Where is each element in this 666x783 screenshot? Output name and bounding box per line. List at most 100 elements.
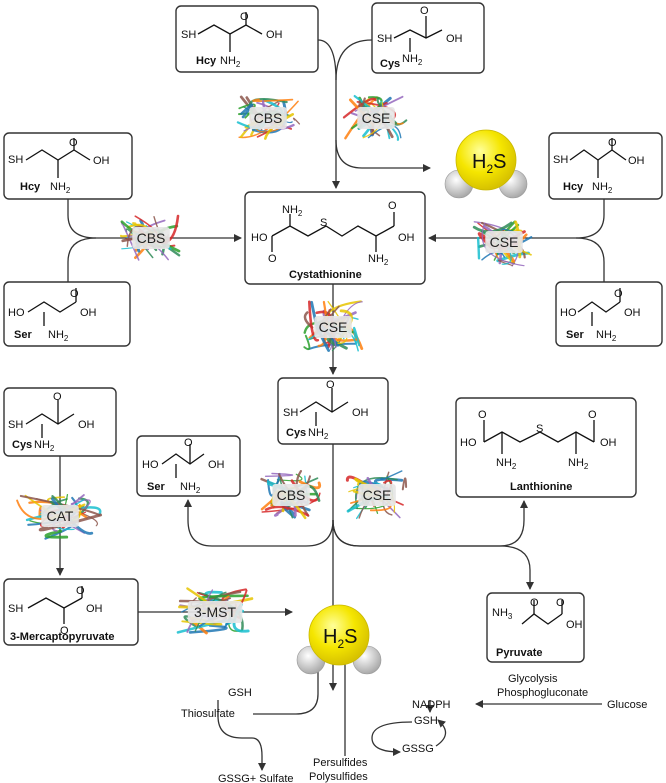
cse-enzyme-right: CSE xyxy=(472,220,533,267)
svg-text:Pyruvate: Pyruvate xyxy=(496,647,542,659)
h2s-bottom: H2S xyxy=(296,604,382,675)
cys-left-box: SH O OH NH2 Cys xyxy=(3,387,117,457)
svg-text:NH2: NH2 xyxy=(568,457,589,471)
svg-text:Hcy: Hcy xyxy=(196,55,217,67)
svg-text:GSH: GSH xyxy=(414,715,438,727)
svg-text:Hcy: Hcy xyxy=(20,181,41,193)
svg-text:SH: SH xyxy=(283,407,298,419)
svg-text:Cys: Cys xyxy=(12,439,32,451)
mercaptopyruvate-box: SH O OH O 3-Mercaptopyruvate xyxy=(3,578,139,646)
svg-text:O: O xyxy=(420,5,429,17)
svg-text:Ser: Ser xyxy=(566,329,584,341)
svg-text:HO: HO xyxy=(560,307,577,319)
svg-text:Persulfides: Persulfides xyxy=(313,757,368,769)
cbs-enzyme-left: CBS xyxy=(119,214,181,261)
svg-text:NH3: NH3 xyxy=(492,607,513,621)
svg-text:S: S xyxy=(536,423,543,435)
svg-text:O: O xyxy=(388,200,397,212)
svg-text:NADPH: NADPH xyxy=(412,699,451,711)
cat-enzyme-label-bg xyxy=(41,505,79,527)
svg-text:Glycolysis: Glycolysis xyxy=(508,673,558,685)
svg-text:Thiosulfate: Thiosulfate xyxy=(181,708,235,720)
cbs-enzyme-top: CBS xyxy=(236,95,301,140)
svg-text:NH2: NH2 xyxy=(368,253,389,267)
svg-text:O: O xyxy=(268,253,277,265)
svg-text:SH: SH xyxy=(377,33,392,45)
svg-text:NH2: NH2 xyxy=(220,55,241,69)
svg-text:GSSG: GSSG xyxy=(402,743,434,755)
cse-enzyme-top-label: CSE xyxy=(362,110,391,126)
svg-text:OH: OH xyxy=(208,459,225,471)
cbs-enzyme-left-label: CBS xyxy=(137,230,166,246)
ser-left-box: HO O OH NH2 Ser xyxy=(3,281,131,347)
svg-text:NH2: NH2 xyxy=(496,457,517,471)
svg-text:O: O xyxy=(240,11,249,23)
svg-text:O: O xyxy=(69,137,78,149)
pyruvate-box: NH3 O O OH Pyruvate xyxy=(486,592,585,663)
lanthionine-box: HO O NH2 S O OH NH2 Lanthionine xyxy=(455,397,637,498)
cbs-enzyme-middle-label-bg xyxy=(272,484,310,506)
svg-text:3-Mercaptopyruvate: 3-Mercaptopyruvate xyxy=(10,631,115,643)
cse-enzyme-middle-label: CSE xyxy=(319,319,348,335)
svg-text:O: O xyxy=(53,391,62,403)
cse-enzyme-middle: CSE xyxy=(303,300,364,352)
mst-enzyme-label-bg xyxy=(187,601,243,623)
svg-text:SH: SH xyxy=(553,154,568,166)
svg-text:HO: HO xyxy=(8,307,25,319)
svg-text:SH: SH xyxy=(8,603,23,615)
svg-text:NH2: NH2 xyxy=(282,204,303,218)
svg-text:O: O xyxy=(76,585,85,597)
cse-enzyme-right-label-bg xyxy=(485,231,523,253)
hcy-right-box: SH O OH NH2 Hcy xyxy=(548,132,663,200)
svg-text:Ser: Ser xyxy=(147,481,165,493)
svg-text:O: O xyxy=(614,288,623,300)
svg-text:O: O xyxy=(478,409,487,421)
hcy-top-box: SH O OH NH2 Hcy xyxy=(175,5,319,73)
svg-text:Hcy: Hcy xyxy=(563,181,584,193)
svg-text:NH2: NH2 xyxy=(308,427,329,441)
svg-text:O: O xyxy=(588,409,597,421)
svg-text:OH: OH xyxy=(624,307,641,319)
cse-enzyme-middle2-label-bg xyxy=(358,484,396,506)
svg-text:Phosphogluconate: Phosphogluconate xyxy=(497,687,588,699)
cse-enzyme-top-label-bg xyxy=(357,107,395,129)
svg-text:OH: OH xyxy=(352,407,369,419)
svg-text:O: O xyxy=(184,437,193,449)
svg-text:OH: OH xyxy=(266,29,283,41)
connectors xyxy=(56,39,605,771)
svg-text:NH2: NH2 xyxy=(50,181,71,195)
svg-text:NH2: NH2 xyxy=(180,481,201,495)
svg-text:OH: OH xyxy=(80,307,97,319)
svg-text:OH: OH xyxy=(86,603,103,615)
cse-enzyme-middle2-label: CSE xyxy=(363,487,392,503)
svg-text:OH: OH xyxy=(628,155,645,167)
svg-text:SH: SH xyxy=(181,29,196,41)
svg-text:Polysulfides: Polysulfides xyxy=(309,771,368,783)
ser-middle-box: HO O OH NH2 Ser xyxy=(136,435,241,497)
svg-text:HO: HO xyxy=(460,437,477,449)
svg-text:OH: OH xyxy=(78,419,95,431)
svg-text:O: O xyxy=(326,379,335,391)
svg-text:GSH: GSH xyxy=(228,687,252,699)
svg-text:OH: OH xyxy=(446,33,463,45)
cse-enzyme-middle-label-bg xyxy=(314,316,352,338)
mst-enzyme: 3-MST xyxy=(176,587,254,635)
svg-text:Ser: Ser xyxy=(14,329,32,341)
svg-text:NH2: NH2 xyxy=(596,329,617,343)
cat-enzyme-label: CAT xyxy=(47,508,74,524)
svg-text:OH: OH xyxy=(398,232,415,244)
svg-text:NH2: NH2 xyxy=(34,439,55,453)
svg-text:O: O xyxy=(70,288,79,300)
cse-enzyme-middle2: CSE xyxy=(345,470,408,520)
svg-text:H2S: H2S xyxy=(323,626,357,651)
svg-text:SH: SH xyxy=(8,419,23,431)
svg-text:NH2: NH2 xyxy=(592,181,613,195)
svg-text:Cystathionine: Cystathionine xyxy=(289,269,362,281)
cse-enzyme-right-label: CSE xyxy=(490,234,519,250)
svg-text:OH: OH xyxy=(600,437,617,449)
cbs-enzyme-top-label-bg xyxy=(249,107,287,129)
svg-text:O: O xyxy=(60,625,69,637)
